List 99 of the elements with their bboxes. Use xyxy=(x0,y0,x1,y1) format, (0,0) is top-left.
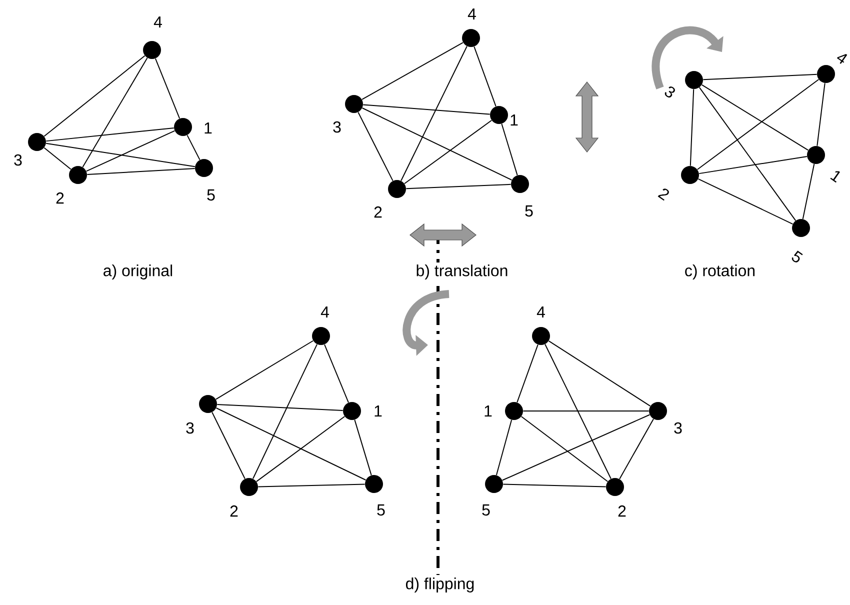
edge-line xyxy=(362,42,464,100)
vertex-label: 2 xyxy=(374,206,382,218)
vertex-label: 5 xyxy=(207,189,215,201)
edge-line xyxy=(698,86,796,222)
caption: a) original xyxy=(100,262,176,282)
vertex-label: 3 xyxy=(674,422,682,434)
edge-line xyxy=(354,419,372,476)
vertex-dot xyxy=(606,478,624,496)
vertex-label: 5 xyxy=(792,250,803,262)
vertex-label: 4 xyxy=(536,306,545,318)
vertex-dot xyxy=(345,95,363,113)
vertex-dot xyxy=(312,327,330,345)
edge-line xyxy=(252,344,318,480)
vertex-label: 2 xyxy=(618,505,626,517)
edge-line xyxy=(362,108,512,180)
vertex-label: 5 xyxy=(482,504,490,516)
edge-line xyxy=(256,416,346,482)
vertex-label: 4 xyxy=(836,54,848,64)
caption: d) flipping xyxy=(403,576,477,594)
vertex-label: 4 xyxy=(154,16,162,28)
vertex-dot xyxy=(365,475,383,493)
vertex-dot xyxy=(462,29,480,47)
vertex-dot xyxy=(343,402,361,420)
edge-line xyxy=(362,104,490,115)
edge-line xyxy=(258,484,366,488)
edge-line xyxy=(698,156,808,174)
edge-line xyxy=(690,88,694,166)
vertex-dot xyxy=(69,166,87,184)
edge-line xyxy=(404,120,492,184)
edge-line xyxy=(324,344,349,403)
edge-line xyxy=(46,127,174,142)
edge-line xyxy=(696,78,820,170)
edge-line xyxy=(501,123,518,176)
vertex-label: 4 xyxy=(320,306,329,318)
edge-line xyxy=(496,419,512,476)
edge-line xyxy=(502,484,606,488)
vertex-dot xyxy=(817,65,835,83)
vertex-label: 5 xyxy=(377,504,385,516)
edge-line xyxy=(548,340,651,407)
vertex-dot xyxy=(143,41,161,59)
edge-line xyxy=(544,344,612,480)
edge-line xyxy=(698,178,794,225)
vertex-dot xyxy=(532,327,550,345)
edge-line xyxy=(702,74,818,80)
vertex-dot xyxy=(649,402,667,420)
vertex-dot xyxy=(388,180,406,198)
edge-line xyxy=(186,134,200,160)
edge-line xyxy=(216,408,366,480)
vertex-label: 3 xyxy=(333,121,341,133)
edge-line xyxy=(154,58,180,119)
vertex-dot xyxy=(807,146,826,164)
edge-line xyxy=(522,410,650,412)
vertex-dot xyxy=(174,118,192,136)
vertex-label: 4 xyxy=(468,8,476,20)
vertex-label: 1 xyxy=(830,171,840,183)
edge-line xyxy=(516,344,538,403)
caption: b) translation xyxy=(414,262,510,282)
edge-line xyxy=(216,404,344,412)
edge-line xyxy=(816,82,826,146)
edge-line xyxy=(474,46,496,107)
vertex-label: 3 xyxy=(664,86,675,98)
vertex-dot xyxy=(485,475,503,493)
vertex-label: 1 xyxy=(204,122,212,134)
edge-line xyxy=(86,168,196,175)
edge-line xyxy=(212,412,246,480)
vertex-label: 1 xyxy=(374,406,382,416)
vertex-dot xyxy=(490,106,508,124)
edge-line xyxy=(86,130,176,172)
vertex-label: 2 xyxy=(230,505,238,517)
vertex-label: 3 xyxy=(186,422,194,434)
edge-line xyxy=(82,57,148,168)
edge-line xyxy=(406,184,512,190)
edge-line xyxy=(520,416,608,482)
vertex-label: 2 xyxy=(658,188,669,201)
edge-line xyxy=(44,55,146,137)
vertex-dot xyxy=(28,133,46,151)
edge-line xyxy=(802,164,815,220)
caption: c) rotation xyxy=(682,262,758,282)
vertex-dot xyxy=(195,159,213,177)
vertex-label: 1 xyxy=(510,114,518,126)
vertex-dot xyxy=(199,395,217,413)
vertex-label: 3 xyxy=(14,154,22,166)
vertex-label: 1 xyxy=(484,406,492,416)
vertex-dot xyxy=(505,402,523,420)
edge-line xyxy=(400,46,468,182)
vertex-dot xyxy=(240,478,258,496)
vertex-label: 5 xyxy=(525,205,533,217)
edge-line xyxy=(46,142,196,168)
vertex-dot xyxy=(681,166,699,184)
vertex-dot xyxy=(792,219,810,237)
vertex-dot xyxy=(685,71,703,89)
vertex-label: 2 xyxy=(56,192,64,204)
edge-line xyxy=(358,112,394,182)
edge-line xyxy=(44,147,72,170)
vertex-dot xyxy=(511,175,529,193)
edge-line xyxy=(502,414,650,481)
edge-line xyxy=(215,340,314,400)
edge-line xyxy=(701,84,809,151)
edge-line xyxy=(619,418,654,480)
